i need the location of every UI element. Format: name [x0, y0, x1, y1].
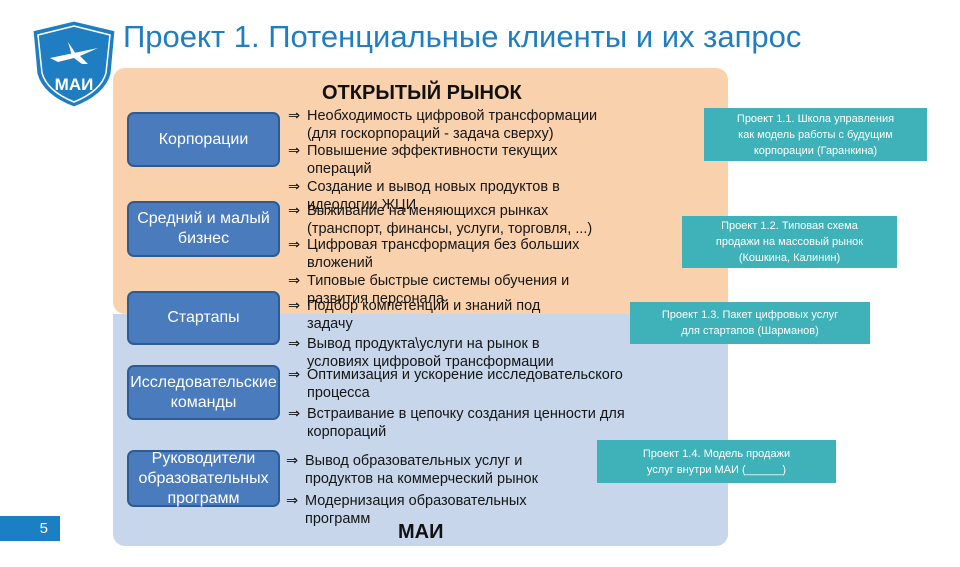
client-startups: Стартапы [127, 291, 280, 345]
client-label: Корпорации [158, 130, 249, 148]
client-corporations: Корпорации [127, 112, 280, 167]
client-label: Средний и малый бизнес [137, 210, 270, 247]
request-item: ⇒ Необходимость цифровой трансформации(д… [288, 108, 598, 142]
arrow-right-icon: ⇒ [288, 203, 301, 219]
client-label: Руководители образовательных программ [138, 449, 269, 507]
mai-label: МАИ [398, 521, 444, 543]
open-market-label: ОТКРЫТЫЙ РЫНОК [322, 82, 522, 104]
mai-zone [113, 314, 728, 546]
logo-text: МАИ [55, 75, 94, 94]
mai-shield-icon: МАИ [30, 18, 118, 110]
arrow-right-icon: ⇒ [286, 453, 299, 469]
request-item: ⇒ Оптимизация и ускорение исследовательс… [288, 367, 623, 401]
arrow-right-icon: ⇒ [288, 406, 301, 422]
mai-logo: МАИ [28, 18, 120, 110]
arrow-right-icon: ⇒ [288, 143, 301, 159]
arrow-right-icon: ⇒ [288, 179, 301, 195]
open-market-zone [113, 68, 728, 314]
arrow-right-icon: ⇒ [288, 108, 301, 124]
arrow-right-icon: ⇒ [288, 298, 301, 314]
arrow-right-icon: ⇒ [286, 493, 299, 509]
client-education-heads: Руководители образовательных программ [127, 450, 280, 507]
arrow-right-icon: ⇒ [288, 273, 301, 289]
arrow-right-icon: ⇒ [288, 367, 301, 383]
client-research-teams: Исследовательские команды [127, 365, 280, 420]
client-label: Исследовательские команды [130, 373, 277, 411]
page-title: Проект 1. Потенциальные клиенты и их зап… [123, 19, 802, 54]
arrow-right-icon: ⇒ [288, 237, 301, 253]
client-label: Стартапы [167, 309, 240, 326]
arrow-right-icon: ⇒ [288, 336, 301, 352]
client-smb: Средний и малый бизнес [127, 201, 280, 257]
request-item: ⇒ Встраивание в цепочку создания ценност… [288, 406, 625, 440]
request-item: ⇒ Выживание на меняющихся рынках(транспо… [288, 203, 593, 237]
page-number: 5 [0, 516, 60, 541]
